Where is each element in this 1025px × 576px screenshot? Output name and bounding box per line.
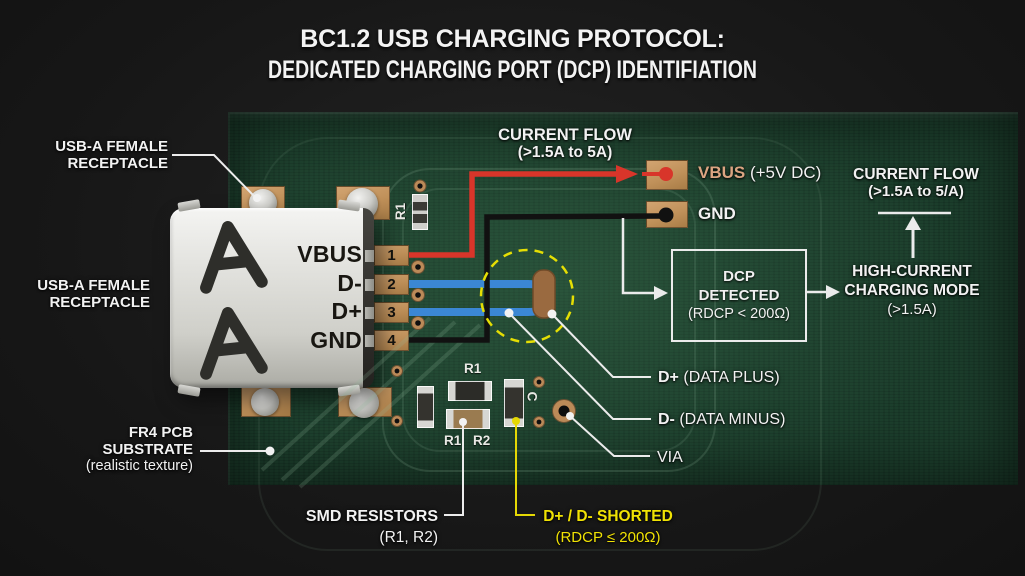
resistor-r1-vertical <box>412 194 428 230</box>
connector-pin-stub <box>365 250 374 262</box>
label-line: CHARGING MODE <box>844 282 980 299</box>
resistor-r1-top <box>448 381 492 401</box>
pin-pad-3-number: 3 <box>387 304 396 321</box>
pin-label-vbus: VBUS <box>297 241 362 267</box>
pin-pad-4: 4 <box>374 330 409 351</box>
label-line: FR4 PCB <box>128 424 193 441</box>
label-receptacle-side: USB-A FEMALE RECEPTACLE <box>0 277 150 311</box>
title-line2: DEDICATED CHARGING PORT (DCP) IDENTIFIAT… <box>268 56 757 84</box>
pin-pad-2: 2 <box>374 274 409 295</box>
label-data-plus: D+ (DATA PLUS) <box>658 369 780 386</box>
silkscreen-r1-vertical: R1 <box>393 202 409 221</box>
pin-label-dminus: D- <box>337 270 362 296</box>
pin-pad-2-number: 2 <box>387 276 396 293</box>
label-line: SMD RESISTORS <box>305 508 438 525</box>
label-current-flow-top: CURRENT FLOW (>1.5A to 5A) <box>485 126 645 162</box>
label-line: (realistic texture) <box>85 458 193 474</box>
gnd-terminal-pad <box>646 201 688 228</box>
label-data-minus: D- (DATA MINUS) <box>658 411 785 428</box>
pin-pad-4-number: 4 <box>387 332 396 349</box>
label-line: USB-A FEMALE <box>37 277 150 294</box>
solder-dome <box>251 388 279 416</box>
label-line: (>1.5A) <box>887 301 937 318</box>
label-line: D+ / D- SHORTED <box>543 508 673 525</box>
label-line: SUBSTRATE <box>102 441 193 458</box>
via-text: VIA <box>657 449 683 466</box>
silkscreen-r2-bottom: R2 <box>473 433 491 448</box>
dcp-line1: DCP <box>723 268 755 285</box>
label-line: USB-A FEMALE <box>55 138 168 155</box>
label-smd-resistors: SMD RESISTORS (R1, R2) <box>278 506 438 548</box>
dcp-line3: (RDCP < 200Ω) <box>687 306 791 322</box>
data-plus-bold: D+ <box>658 369 679 386</box>
label-via: VIA <box>657 449 683 466</box>
vbus-name: VBUS <box>698 163 746 182</box>
label-line: (>1.5A to 5/A) <box>868 183 964 200</box>
label-vbus: VBUS (+5V DC) <box>698 164 821 181</box>
vbus-terminal-pad <box>646 160 688 190</box>
label-shorted: D+ / D- SHORTED (RDCP ≤ 200Ω) <box>538 506 678 548</box>
resistor-left-vertical <box>417 386 434 428</box>
connector-pin-stub <box>365 335 374 347</box>
connector-latch <box>177 384 201 397</box>
label-line: (RDCP ≤ 200Ω) <box>555 529 661 546</box>
label-line: CURRENT FLOW <box>498 126 632 144</box>
dcp-detected-box: DCP DETECTED (RDCP < 200Ω) <box>671 249 807 342</box>
pin-label-gnd: GND <box>310 327 362 353</box>
vbus-detail: (+5V DC) <box>749 163 822 182</box>
gnd-name: GND <box>698 204 736 223</box>
resistor-r2-bottom <box>446 409 490 429</box>
pin-pad-1: 1 <box>374 245 409 266</box>
data-plus-rest: (DATA PLUS) <box>683 369 780 386</box>
label-line: (R1, R2) <box>379 529 438 546</box>
data-minus-bold: D- <box>658 411 675 428</box>
usb-a-connector: VBUS D- D+ GND <box>170 199 374 397</box>
data-minus-rest: (DATA MINUS) <box>679 411 786 428</box>
label-fr4-substrate: FR4 PCB SUBSTRATE (realistic texture) <box>0 424 193 475</box>
dcp-line2: DETECTED <box>698 287 780 304</box>
label-line: RECEPTACLE <box>49 294 150 311</box>
label-current-flow-right: CURRENT FLOW (>1.5A to 5/A) <box>836 166 996 200</box>
connector-latch <box>337 199 361 212</box>
pin-pad-3: 3 <box>374 302 409 323</box>
pin-label-dplus: D+ <box>331 298 362 324</box>
silkscreen-r1-top: R1 <box>464 361 482 376</box>
silkscreen-c: C <box>524 391 540 402</box>
connector-pin-stub <box>365 307 374 319</box>
label-gnd: GND <box>698 205 736 222</box>
page-title: BC1.2 USB CHARGING PROTOCOL: DEDICATED C… <box>0 24 1025 86</box>
label-receptacle-top: USB-A FEMALE RECEPTACLE <box>8 138 168 172</box>
silkscreen-r1-bottom: R1 <box>444 433 462 448</box>
capacitor-c <box>504 379 524 427</box>
connector-pin-stub <box>365 279 374 291</box>
label-high-current-mode: HIGH-CURRENT CHARGING MODE (>1.5A) <box>832 262 992 319</box>
connector-right-edge <box>363 208 374 388</box>
connector-latch <box>177 199 201 212</box>
pin-pad-1-number: 1 <box>387 247 396 264</box>
label-line: RECEPTACLE <box>67 155 168 172</box>
label-line: (>1.5A to 5A) <box>517 144 613 161</box>
label-line: HIGH-CURRENT <box>852 263 972 280</box>
label-line: CURRENT FLOW <box>853 166 979 183</box>
title-line1: BC1.2 USB CHARGING PROTOCOL: <box>300 25 725 53</box>
